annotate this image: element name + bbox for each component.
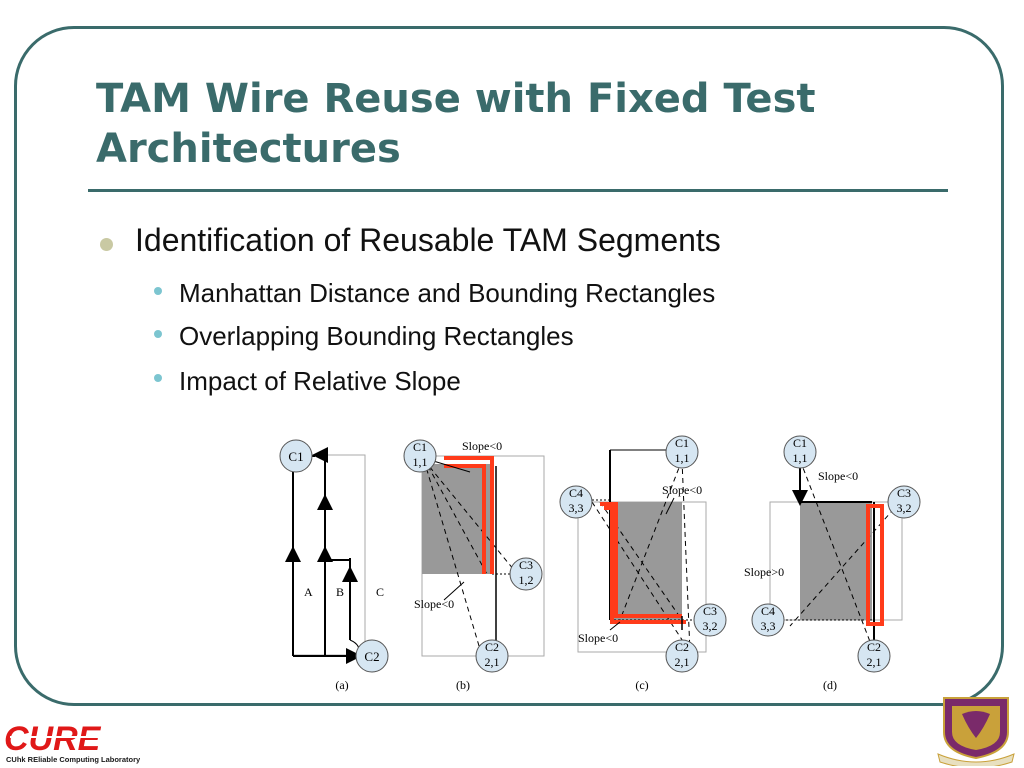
sub-bullet-dot xyxy=(154,287,162,295)
sub-bullet-dot xyxy=(154,374,162,382)
node-c4-coord: 3,3 xyxy=(569,501,584,515)
title-divider xyxy=(88,189,948,192)
slope-label: Slope>0 xyxy=(744,565,784,579)
slope-label: Slope<0 xyxy=(818,469,858,483)
node-c3-coord: 1,2 xyxy=(519,573,534,587)
node-c2: C2 xyxy=(675,640,689,654)
node-c2-coord: 2,1 xyxy=(485,655,500,669)
overlap-region xyxy=(610,502,682,620)
sub-bullet-dot xyxy=(154,330,162,338)
bounding-rect xyxy=(292,454,366,656)
university-crest-logo xyxy=(937,697,1015,766)
caption-d: (d) xyxy=(823,678,837,692)
node-c2: C2 xyxy=(485,640,499,654)
node-c3-coord: 3,2 xyxy=(897,501,912,515)
node-c2-coord: 2,1 xyxy=(867,655,882,669)
wire-label-c: C xyxy=(376,585,384,599)
node-c1: C1 xyxy=(675,436,689,450)
panel-a: C1 C2 A B C (a) xyxy=(279,439,389,692)
cure-logo: CURE CUhk REliable Computing Laboratory xyxy=(4,720,140,764)
sub-bullet-3: Impact of Relative Slope xyxy=(179,366,461,396)
node-c4: C4 xyxy=(569,486,583,500)
node-c1: C1 xyxy=(288,449,303,464)
node-c2-coord: 2,1 xyxy=(675,655,690,669)
node-c1: C1 xyxy=(413,440,427,454)
node-c1-coord: 1,1 xyxy=(675,451,690,465)
bullet-dot xyxy=(100,238,113,251)
node-c4-coord: 3,3 xyxy=(761,619,776,633)
bullet-main: Identification of Reusable TAM Segments xyxy=(135,222,721,258)
wire-label-a: A xyxy=(304,585,313,599)
panel-c: C1 1,1 C4 3,3 C3 3,2 C2 2,1 Slope<0 Slop… xyxy=(559,435,727,692)
slope-label: Slope<0 xyxy=(578,631,618,645)
caption-c: (c) xyxy=(635,678,648,692)
overlap-region xyxy=(800,502,872,620)
cure-logo-text: CURE xyxy=(4,720,102,758)
node-c4: C4 xyxy=(761,604,775,618)
node-c1-coord: 1,1 xyxy=(413,455,428,469)
node-c3-coord: 3,2 xyxy=(703,619,718,633)
slide-title: TAM Wire Reuse with Fixed Test Architect… xyxy=(96,76,816,172)
caption-a: (a) xyxy=(335,678,348,692)
node-c3: C3 xyxy=(897,486,911,500)
slope-label: Slope<0 xyxy=(414,597,454,611)
cure-tagline: CUhk REliable Computing Laboratory xyxy=(6,755,140,764)
node-c3: C3 xyxy=(519,558,533,572)
sub-bullet-1: Manhattan Distance and Bounding Rectangl… xyxy=(179,278,716,308)
overlap-region xyxy=(422,464,492,574)
panel-b: C1 1,1 C3 1,2 C2 2,1 Slope<0 Slope<0 (b) xyxy=(403,439,545,692)
node-c1: C1 xyxy=(793,436,807,450)
caption-b: (b) xyxy=(456,678,470,692)
slope-label: Slope<0 xyxy=(462,439,502,453)
panel-d: C1 1,1 C3 3,2 C4 3,3 C2 2,1 Slope<0 Slop… xyxy=(744,435,921,692)
tam-diagram: C1 C2 A B C (a) C1 1,1 C3 1,2 C2 2,1 Slo… xyxy=(279,435,921,692)
node-c2: C2 xyxy=(364,649,379,664)
node-c3: C3 xyxy=(703,604,717,618)
wire-label-b: B xyxy=(336,585,344,599)
slope-label: Slope<0 xyxy=(662,483,702,497)
node-c2: C2 xyxy=(867,640,881,654)
node-c1-coord: 1,1 xyxy=(793,451,808,465)
sub-bullet-2: Overlapping Bounding Rectangles xyxy=(179,321,574,351)
